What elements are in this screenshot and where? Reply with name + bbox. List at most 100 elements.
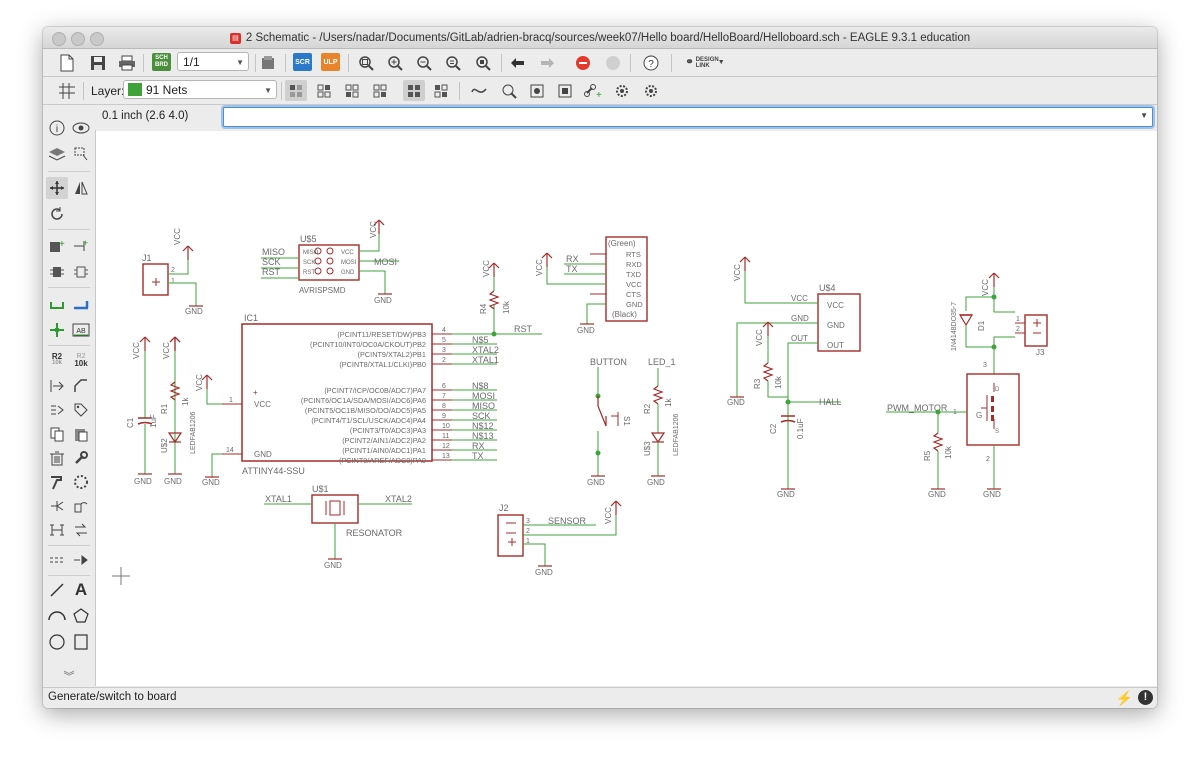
wire-bend-style-3-icon[interactable] (341, 80, 363, 101)
zoom-redraw-icon[interactable] (442, 52, 464, 73)
grid-icon[interactable] (56, 80, 78, 101)
r1-led-u2[interactable]: VCC GND R1 1k U$2 LEDFAB1206 (160, 331, 197, 486)
gateswap-icon[interactable] (46, 399, 68, 421)
layer-settings-icon[interactable] (46, 143, 68, 165)
polygon-tool-icon[interactable] (70, 605, 92, 627)
show-eye-icon[interactable] (70, 117, 92, 139)
ic1-attiny44[interactable]: IC1 ATTINY44-SSU VCC + GND 1 14 VCC GND … (195, 313, 499, 487)
r2-led-u3[interactable]: LED_1 R2 1k U$3 LEDFAB1206 GND (643, 357, 680, 487)
rotate-icon[interactable] (46, 203, 68, 225)
swap-icon[interactable] (70, 495, 92, 517)
ftdi-header[interactable]: (Green) (Black) RTS RXD TXD VCC CTS GND … (535, 236, 648, 335)
wire-bend-style-4-icon[interactable] (369, 80, 391, 101)
ulp-run-button[interactable]: ULP (321, 53, 340, 71)
zoom-in-icon[interactable] (384, 52, 406, 73)
layer-select[interactable]: 91 Nets▼ (123, 80, 277, 99)
sch-brd-switch-button[interactable]: SCH BRD (152, 53, 171, 71)
change-wrench-icon[interactable] (70, 447, 92, 469)
wire-bend-style-1-icon[interactable] (285, 80, 307, 101)
help-icon[interactable]: ? (640, 52, 662, 73)
text-tool-icon[interactable]: A (74, 580, 88, 599)
paste-icon[interactable] (70, 423, 92, 445)
expand-toolbar-chevron-icon[interactable]: ︾ (63, 671, 75, 683)
alert-icon[interactable]: ! (1138, 690, 1153, 705)
line-tool-icon[interactable] (46, 579, 68, 601)
invoke-icon[interactable] (46, 495, 68, 517)
minimize-window-button[interactable] (71, 32, 85, 46)
miter-style-1-icon[interactable] (403, 80, 425, 101)
delete-icon[interactable] (46, 447, 68, 469)
settings-gear-2-icon[interactable] (640, 80, 662, 101)
junction-icon[interactable] (46, 319, 68, 341)
info-icon[interactable]: i (46, 117, 68, 139)
svg-text:IC1: IC1 (244, 313, 258, 323)
zoom-out-icon[interactable] (413, 52, 435, 73)
j1-connector[interactable]: J1 21 VCC GND (142, 228, 204, 316)
bus-break-icon[interactable] (46, 549, 68, 571)
save-icon[interactable] (87, 52, 109, 73)
scr-script-button[interactable]: SCR (293, 53, 312, 71)
stop-icon[interactable] (572, 52, 594, 73)
copy-icon[interactable] (46, 423, 68, 445)
sheet-select[interactable]: 1/1▼ (177, 52, 249, 71)
miter-style-2-icon[interactable] (430, 80, 452, 101)
wire-style-curve-icon[interactable] (468, 80, 490, 101)
connector-arrow-icon[interactable] (70, 549, 92, 571)
add-part-icon[interactable]: + (46, 235, 68, 257)
pinswap-arrows-icon[interactable] (70, 519, 92, 541)
zoom-window-button[interactable] (90, 32, 104, 46)
miter-icon[interactable] (70, 375, 92, 397)
undo-icon[interactable] (507, 52, 529, 73)
bus-icon[interactable] (70, 293, 92, 315)
split-icon[interactable] (46, 375, 68, 397)
wire-bend-style-2-icon[interactable] (313, 80, 335, 101)
go-icon[interactable] (602, 52, 624, 73)
zoom-fit-icon[interactable] (355, 52, 377, 73)
replace-part-icon[interactable] (70, 261, 92, 283)
tag-icon[interactable] (70, 399, 92, 421)
smash-icon[interactable] (526, 80, 548, 101)
circle-tool-icon[interactable] (46, 631, 68, 653)
show-info-icon[interactable] (498, 80, 520, 101)
s1-button[interactable]: BUTTON S1 GND (587, 357, 631, 487)
ripup-icon[interactable] (46, 471, 68, 493)
settings-gear-icon[interactable] (611, 80, 633, 101)
net-icon[interactable] (46, 293, 68, 315)
mark-icon[interactable] (70, 143, 92, 165)
attribute-icon[interactable] (554, 80, 576, 101)
mirror-icon[interactable] (70, 177, 92, 199)
cam-processor-icon[interactable] (257, 52, 279, 73)
schematic-drawing[interactable]: J1 21 VCC GND U$5 MISO SCK RST VCC MOSI (96, 131, 1157, 686)
move-icon[interactable] (46, 177, 68, 199)
u1-resonator[interactable]: U$1 XTAL1 XTAL2 RESONATOR GND (264, 484, 412, 570)
redo-icon[interactable] (536, 52, 558, 73)
status-bar: Generate/switch to board ⚡ ! (43, 687, 1157, 708)
j2-sensor-connector[interactable]: J2 321 SENSOR VCC GND (497, 500, 622, 577)
zoom-select-icon[interactable] (473, 52, 495, 73)
ic1-net-label: XTAL2 (472, 345, 499, 355)
u4-hall-sensor[interactable]: U$4 VCC GND OUT VCC VCC GND GND OUT HALL (727, 256, 861, 499)
new-file-icon[interactable] (56, 52, 78, 73)
arc-tool-icon[interactable] (46, 605, 68, 627)
command-input[interactable]: ▼ (223, 107, 1153, 127)
rectangle-tool-icon[interactable] (70, 631, 92, 653)
copy-part-icon[interactable] (46, 261, 68, 283)
label-icon[interactable]: AB (70, 319, 92, 341)
svg-text:10k: 10k (502, 300, 511, 314)
lightning-icon[interactable]: ⚡ (1115, 690, 1133, 706)
optimize-icon[interactable] (70, 471, 92, 493)
connect-pins-icon[interactable] (46, 519, 68, 541)
close-window-button[interactable] (52, 32, 66, 46)
pin-swap-icon[interactable]: + (70, 235, 92, 257)
print-icon[interactable] (116, 52, 138, 73)
layer-label: Layer: (91, 84, 125, 98)
design-link-button[interactable]: ⚭DESIGN LINK▼ (685, 56, 725, 69)
c1-capacitor[interactable]: VCC GND C1 1uF (126, 336, 158, 486)
link-add-icon[interactable]: + (582, 80, 604, 101)
motor-driver[interactable]: VCC D1 1N4148DO35-7 12 J3 3 (886, 272, 1048, 499)
r4-resistor[interactable]: VCC R4 10k RST (452, 260, 542, 337)
u5-avrisp-header[interactable]: U$5 MISO SCK RST VCC MOSI GND AVRISPSMD … (261, 219, 399, 305)
